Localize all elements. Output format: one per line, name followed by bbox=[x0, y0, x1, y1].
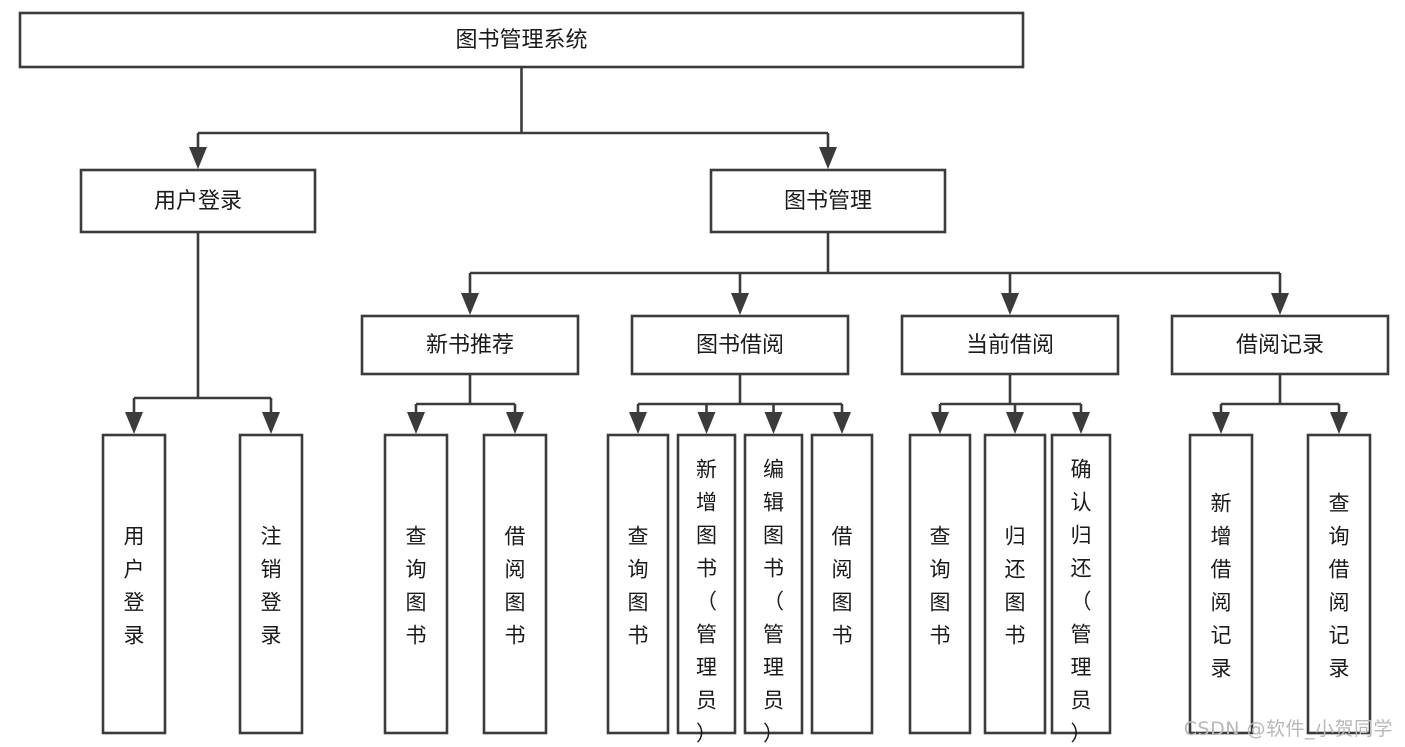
node-box[interactable] bbox=[383, 433, 449, 735]
arrow-head-icon bbox=[629, 412, 647, 434]
node-leaf-query-record[interactable]: 查询借阅记录 bbox=[1306, 433, 1372, 735]
arrow-head-icon bbox=[262, 412, 280, 434]
arrow-head-icon bbox=[697, 412, 716, 434]
connector-layer bbox=[125, 67, 1348, 434]
node-l3-new-book-rec[interactable]: 新书推荐 bbox=[360, 314, 580, 376]
node-box[interactable] bbox=[810, 433, 874, 735]
node-label: 借阅图书 bbox=[832, 525, 853, 648]
node-label: 借阅记录 bbox=[1236, 333, 1324, 358]
node-leaf-borrow-book-2[interactable]: 借阅图书 bbox=[810, 433, 874, 735]
node-label: 新增借阅记录 bbox=[1211, 492, 1232, 681]
node-label: 归还图书 bbox=[1005, 525, 1026, 648]
node-layer: 图书管理系统用户登录图书管理新书推荐图书借阅当前借阅借阅记录用户登录注销登录查询… bbox=[18, 11, 1390, 746]
node-leaf-user-login[interactable]: 用户登录 bbox=[101, 433, 167, 735]
node-box[interactable] bbox=[983, 433, 1047, 735]
arrow-head-icon bbox=[125, 412, 143, 434]
node-label: 当前借阅 bbox=[966, 333, 1054, 358]
arrow-head-icon bbox=[461, 293, 479, 315]
node-leaf-borrow-book-1[interactable]: 借阅图书 bbox=[482, 433, 548, 735]
node-box[interactable] bbox=[238, 433, 304, 735]
arrow-head-icon bbox=[506, 412, 524, 434]
node-label: 图书管理系统 bbox=[455, 28, 587, 53]
node-box[interactable] bbox=[1170, 314, 1390, 376]
arrow-head-icon bbox=[833, 412, 851, 434]
node-label: 新增图书（管理员） bbox=[696, 458, 717, 746]
arrow-head-icon bbox=[1006, 412, 1024, 434]
node-label: 用户登录 bbox=[154, 189, 242, 214]
node-box[interactable] bbox=[606, 433, 670, 735]
arrow-head-icon bbox=[1072, 412, 1090, 434]
node-box[interactable] bbox=[360, 314, 580, 376]
node-l3-current-borrow[interactable]: 当前借阅 bbox=[900, 314, 1120, 376]
node-label: 查询图书 bbox=[628, 525, 649, 648]
node-label: 注销登录 bbox=[261, 525, 282, 648]
node-box[interactable] bbox=[908, 433, 972, 735]
arrow-head-icon bbox=[931, 412, 949, 434]
node-box[interactable] bbox=[709, 168, 947, 234]
node-leaf-query-book-1[interactable]: 查询图书 bbox=[383, 433, 449, 735]
arrow-head-icon bbox=[764, 412, 783, 434]
node-label: 图书借阅 bbox=[696, 333, 784, 358]
node-leaf-confirm-return[interactable]: 确认归还（管理员） bbox=[1050, 433, 1112, 746]
arrow-head-icon bbox=[1212, 412, 1230, 434]
node-leaf-query-book-3[interactable]: 查询图书 bbox=[908, 433, 972, 735]
node-box[interactable] bbox=[1306, 433, 1372, 735]
node-box[interactable] bbox=[18, 11, 1025, 69]
arrow-head-icon bbox=[731, 293, 749, 315]
node-leaf-add-record[interactable]: 新增借阅记录 bbox=[1188, 433, 1254, 735]
node-box[interactable] bbox=[743, 433, 804, 735]
arrow-head-icon bbox=[407, 412, 425, 434]
node-label: 编辑图书（管理员） bbox=[763, 458, 784, 746]
node-label: 查询图书 bbox=[406, 525, 427, 648]
node-box[interactable] bbox=[482, 433, 548, 735]
node-l2-book-manage[interactable]: 图书管理 bbox=[709, 168, 947, 234]
node-leaf-logout[interactable]: 注销登录 bbox=[238, 433, 304, 735]
node-leaf-add-book[interactable]: 新增图书（管理员） bbox=[676, 433, 737, 746]
node-label: 确认归还（管理员） bbox=[1071, 458, 1092, 746]
node-label: 查询图书 bbox=[930, 525, 951, 648]
node-box[interactable] bbox=[1188, 433, 1254, 735]
node-l3-borrow-record[interactable]: 借阅记录 bbox=[1170, 314, 1390, 376]
node-box[interactable] bbox=[79, 168, 317, 234]
node-leaf-edit-book[interactable]: 编辑图书（管理员） bbox=[743, 433, 804, 746]
arrow-head-icon bbox=[189, 147, 207, 169]
node-box[interactable] bbox=[900, 314, 1120, 376]
node-leaf-query-book-2[interactable]: 查询图书 bbox=[606, 433, 670, 735]
node-box[interactable] bbox=[101, 433, 167, 735]
node-label: 图书管理 bbox=[784, 189, 872, 214]
node-box[interactable] bbox=[676, 433, 737, 735]
node-label: 借阅图书 bbox=[505, 525, 526, 648]
node-box[interactable] bbox=[1050, 433, 1112, 735]
node-root[interactable]: 图书管理系统 bbox=[18, 11, 1025, 69]
node-box[interactable] bbox=[630, 314, 850, 376]
node-label: 查询借阅记录 bbox=[1329, 492, 1350, 681]
arrow-head-icon bbox=[1001, 293, 1019, 315]
node-l3-book-borrow[interactable]: 图书借阅 bbox=[630, 314, 850, 376]
node-leaf-return-book[interactable]: 归还图书 bbox=[983, 433, 1047, 735]
node-label: 新书推荐 bbox=[426, 333, 514, 358]
node-label: 用户登录 bbox=[124, 525, 145, 648]
node-l2-user-login[interactable]: 用户登录 bbox=[79, 168, 317, 234]
arrow-head-icon bbox=[1271, 293, 1289, 315]
arrow-head-icon bbox=[819, 147, 837, 169]
arrow-head-icon bbox=[1330, 412, 1348, 434]
